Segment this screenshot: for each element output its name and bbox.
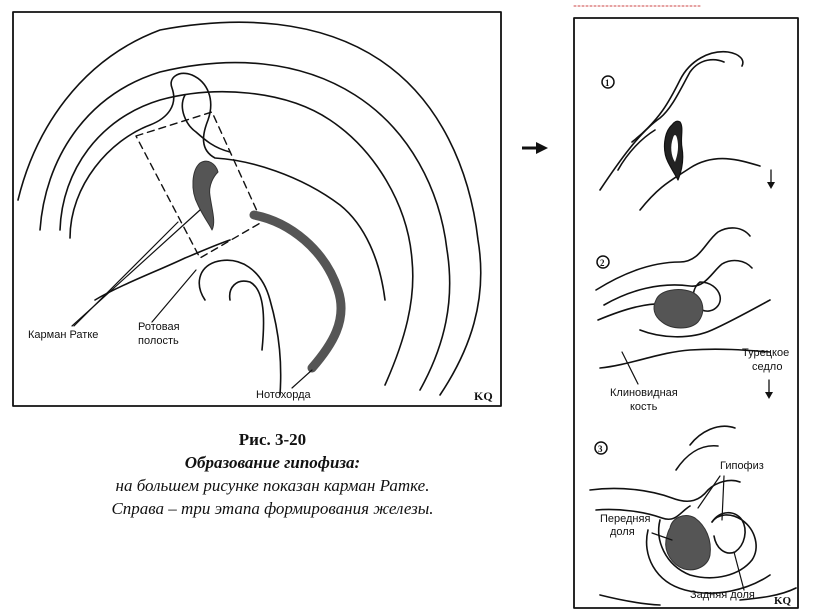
stage3-outline-a	[689, 425, 736, 446]
label-posterior: Задняя доля	[690, 589, 755, 601]
label-anterior-1: Передняя	[600, 513, 650, 525]
leader-rathke-2	[73, 221, 179, 327]
stage1-pouch-core	[671, 135, 679, 162]
brain-wall-outer	[39, 61, 451, 391]
stage3-leader-hyp-b	[721, 475, 725, 521]
stages-panel	[573, 5, 799, 609]
stage3-marker: 3	[594, 441, 608, 455]
svg-text:3: 3	[598, 444, 603, 454]
stage2-outline-a	[595, 227, 751, 291]
stage1-inner	[617, 129, 656, 171]
stage1-floor	[639, 157, 761, 211]
stage3-leader-hyp-a	[697, 475, 721, 509]
rathke-pouch-shape	[192, 160, 219, 231]
label-anterior-2: доля	[610, 526, 635, 538]
oral-cavity-outline	[94, 239, 231, 301]
author-mark-stages: KQ	[774, 595, 792, 607]
svg-text:1: 1	[605, 78, 610, 88]
leader-notochord	[291, 369, 313, 389]
stage3-anterior	[665, 515, 711, 571]
caption-title: Образование гипофиза:	[184, 453, 361, 472]
stage3-floor	[599, 594, 661, 606]
oral-cavity-fold-inner	[228, 280, 265, 351]
stage3-floor-2	[739, 587, 797, 601]
infundibulum-inner	[181, 94, 231, 153]
label-sphenoid-2: кость	[630, 401, 658, 413]
stage3-posterior	[711, 511, 746, 554]
notochord-shape	[249, 210, 346, 373]
main-figure	[12, 11, 502, 407]
stage2-bone-leader	[621, 351, 639, 385]
caption-number: Рис. 3-20	[238, 430, 307, 449]
label-sella-2: седло	[752, 361, 782, 373]
stage3-outline-b	[675, 445, 719, 471]
stage3-outline-d	[595, 505, 691, 520]
head-outline	[17, 21, 482, 396]
arrow-icon	[522, 142, 548, 154]
caption-line-1: на большем рисунке показан карман Ратке.	[115, 476, 430, 495]
stage2-bone	[599, 348, 771, 369]
stage2-floor	[639, 299, 771, 338]
main-figure-frame	[12, 11, 502, 407]
svg-text:2: 2	[600, 258, 605, 268]
author-mark-main: KQ	[474, 389, 493, 403]
oral-cavity-fold	[198, 259, 282, 396]
stage1-outline-b	[599, 58, 725, 191]
stage-1	[599, 51, 775, 211]
stage3-gland-outline	[658, 514, 757, 579]
figure-caption: Рис. 3-20 Образование гипофиза: на больш…	[0, 428, 545, 520]
label-hypophysis: Гипофиз	[720, 460, 764, 472]
stage1-outline-a	[631, 51, 744, 143]
stage2-pouch	[653, 289, 704, 329]
stage-3	[589, 425, 797, 606]
detail-box	[135, 111, 263, 259]
stage1-arrow-head	[767, 182, 775, 189]
stage2-marker: 2	[596, 255, 610, 269]
stage2-arrow-head	[765, 392, 773, 399]
caption-line-2: Справа – три этапа формирования железы.	[111, 499, 434, 518]
stage3-leader-ant	[651, 532, 673, 541]
brain-wall-inner	[59, 91, 414, 386]
leader-oral	[151, 269, 197, 323]
stage-2	[595, 227, 773, 399]
stages-frame	[573, 17, 799, 609]
label-sphenoid-1: Клиновидная	[610, 387, 678, 399]
neural-tube	[69, 72, 386, 301]
stage1-marker: 1	[601, 75, 615, 89]
label-oral-cavity-2: полость	[138, 335, 179, 347]
stage3-gland-outline-2	[645, 529, 771, 594]
label-rathke-pouch: Карман Ратке	[28, 329, 98, 341]
label-sella-1: Турецкое	[742, 347, 789, 359]
label-oral-cavity-1: Ротовая	[138, 321, 180, 333]
stage3-outline-c	[589, 479, 741, 502]
label-notochord: Нотохорда	[256, 389, 312, 401]
stage3-leader-post	[733, 551, 745, 591]
